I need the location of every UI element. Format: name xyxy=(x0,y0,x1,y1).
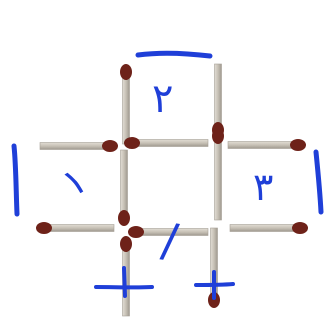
matchstick-3 xyxy=(40,143,110,150)
matchstick-4 xyxy=(132,140,208,147)
matchstick-head-5 xyxy=(290,139,306,151)
matchstick-5 xyxy=(228,142,298,149)
label-center-mark: / xyxy=(158,212,181,268)
matchstick-8 xyxy=(44,225,114,232)
matchstick-10 xyxy=(230,225,300,232)
matchstick-head-3 xyxy=(102,140,118,152)
matchstick-head-7 xyxy=(212,128,224,144)
label-top-square: ٢ xyxy=(152,76,173,122)
ink-bottom-left-stem xyxy=(124,268,125,296)
matchstick-6 xyxy=(121,150,128,218)
matchstick-head-6 xyxy=(118,210,130,226)
matchstick-head-9 xyxy=(128,226,144,238)
matchstick-2 xyxy=(215,64,222,130)
matchstick-head-1 xyxy=(120,64,132,80)
label-left-square: ١ xyxy=(55,157,95,205)
matchstick-head-11 xyxy=(120,236,132,252)
matchstick-head-10 xyxy=(292,222,308,234)
matchstick-7 xyxy=(215,136,222,220)
matchstick-1 xyxy=(123,72,130,144)
matchstick-head-4 xyxy=(124,137,140,149)
label-right-square: ٣ xyxy=(253,165,273,209)
handwriting-overlay: ١ ٢ ٣ / xyxy=(14,53,321,298)
matchstick-head-8 xyxy=(36,222,52,234)
ink-right-bar xyxy=(316,152,321,212)
ink-top-bar xyxy=(138,53,210,56)
ink-left-bar xyxy=(14,146,17,214)
